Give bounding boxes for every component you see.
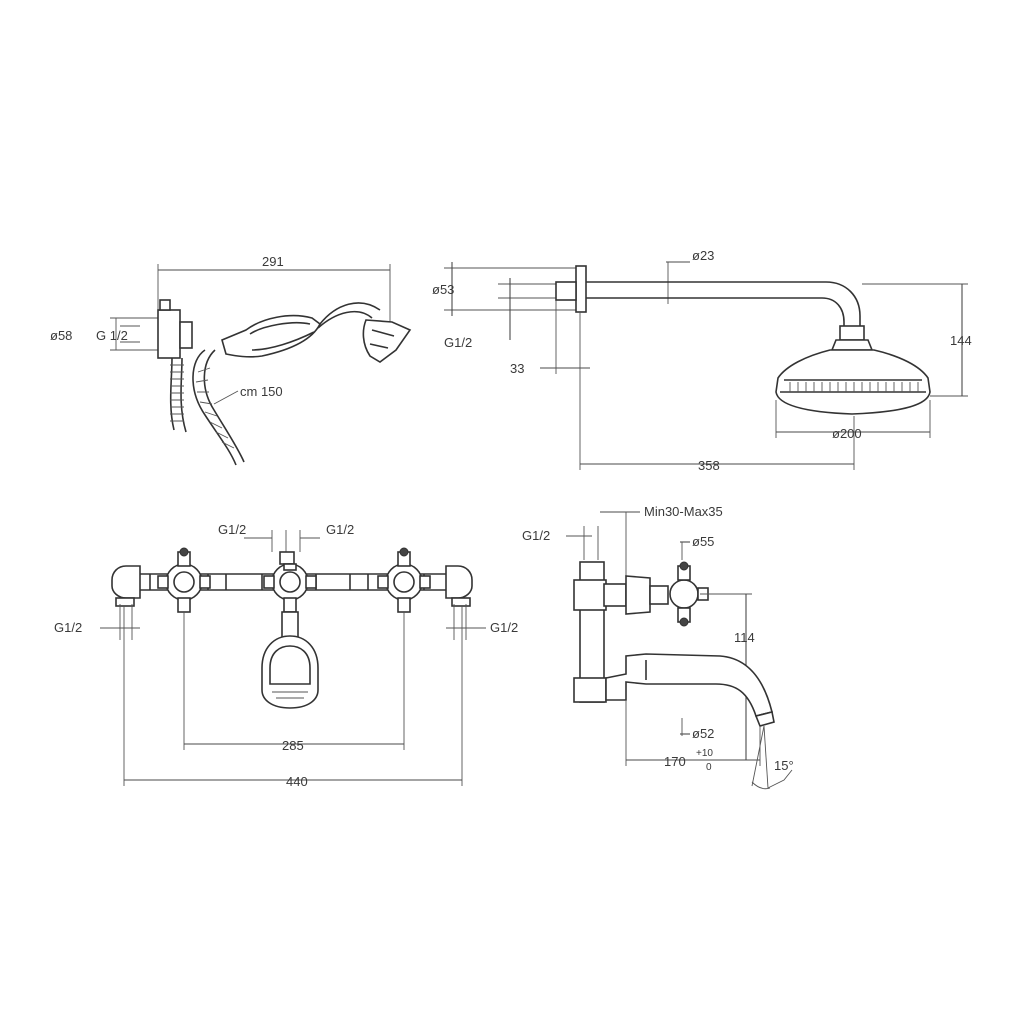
spout-side-thread-label: G1/2 [522, 528, 550, 543]
right-inlet-elbow [445, 565, 473, 599]
overall-width-label: 440 [286, 774, 308, 789]
shower-arm [586, 281, 861, 328]
spout-front-outlet [261, 635, 319, 709]
handle-diameter-label: ø55 [692, 534, 714, 549]
hand-shower-head [362, 319, 412, 363]
spout-diameter-label: ø52 [692, 726, 714, 741]
mixer-thread-left-label: G1/2 [54, 620, 82, 635]
head-shower-depth-label: 33 [510, 361, 524, 376]
side-handle-escutcheon [625, 575, 651, 615]
flange-diameter-label: ø53 [432, 282, 454, 297]
spout-side-view: G1/2 Min30-Max35 ø55 114 [522, 504, 794, 790]
hand-shower-bracket-diameter-label: ø58 [50, 328, 72, 343]
mixer-thread-right-label: G1/2 [490, 620, 518, 635]
mixer-front-view: G1/2 G1/2 [54, 522, 518, 789]
spout-height-label: 114 [734, 630, 755, 645]
hand-shower-view: 291 ø58 G 1/2 cm 150 [50, 254, 412, 466]
head-shower-view: ø23 ø53 G1/2 33 144 ø200 [432, 248, 972, 473]
bath-spout [605, 653, 773, 717]
left-cross-handle [157, 547, 211, 613]
head-shower-height-label: 144 [950, 333, 972, 348]
mixer-thread-top-right-label: G1/2 [326, 522, 354, 537]
head-shower-thread-label: G1/2 [444, 335, 472, 350]
spout-projection-tolerance-lower: 0 [706, 762, 712, 773]
hose-length-label: cm 150 [240, 384, 283, 399]
handle-spacing-label: 285 [282, 738, 304, 753]
hand-shower-thread-label: G 1/2 [96, 328, 128, 343]
hand-shower-wall-bracket [157, 309, 181, 359]
spout-projection-tolerance-upper: +10 [696, 748, 713, 759]
mixer-thread-top-left-label: G1/2 [218, 522, 246, 537]
hand-shower-length-label: 291 [262, 254, 284, 269]
head-shower-projection-label: 358 [698, 458, 720, 473]
left-inlet-elbow [111, 565, 141, 599]
center-cross-handle [263, 563, 317, 613]
right-cross-handle [377, 547, 431, 613]
wall-flange [575, 265, 587, 313]
spout-angle-label: 15° [774, 758, 794, 773]
head-diameter-label: ø200 [832, 426, 862, 441]
hand-shower-handle [221, 314, 322, 358]
arm-diameter-label: ø23 [692, 248, 714, 263]
spout-projection-label: 170 [664, 754, 686, 769]
wall-range-label: Min30-Max35 [644, 504, 723, 519]
shower-head [775, 349, 931, 415]
